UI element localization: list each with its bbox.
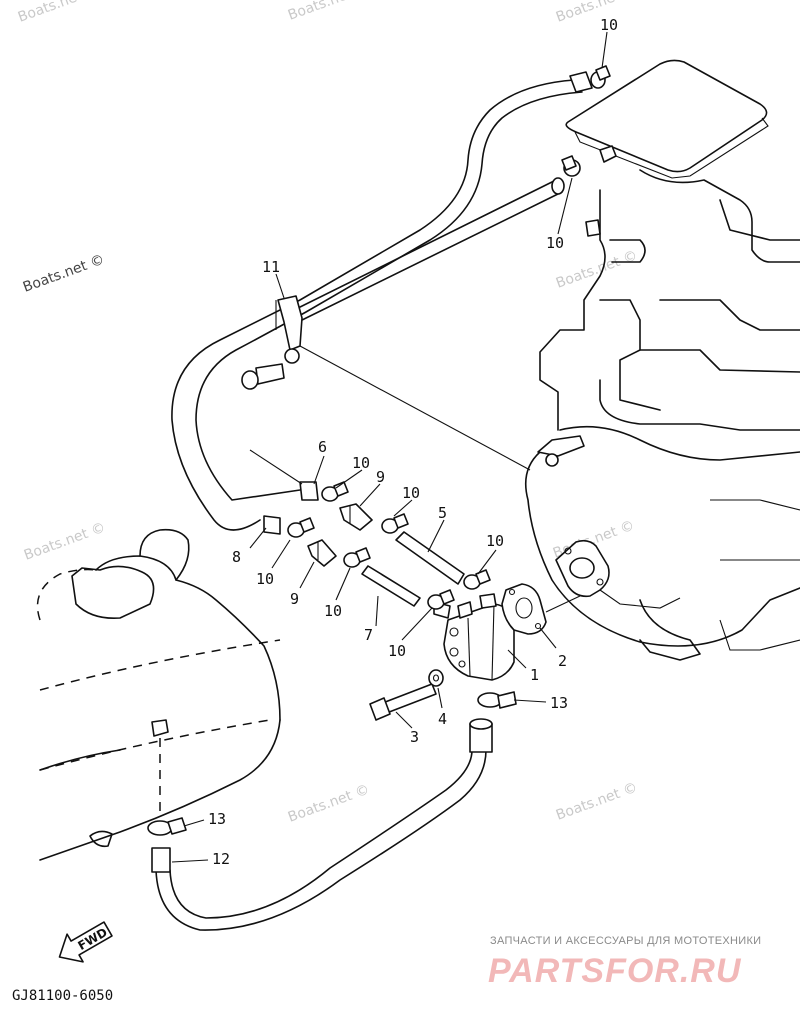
callout-numbers: 10 10 11 6 10 9 10 5 10 8 10 9 10 7 10 2… bbox=[208, 16, 618, 868]
fitting-housing-part-1 bbox=[433, 593, 515, 681]
engine-block bbox=[524, 59, 800, 661]
diagram-code: GJ81100-6050 bbox=[12, 988, 113, 1004]
leader-lines bbox=[171, 31, 608, 863]
watermarks: Boats.net © Boats.net © Boats.net © Boat… bbox=[16, 0, 640, 826]
watermark-3: Boats.net © bbox=[16, 0, 102, 26]
tank-outlet bbox=[151, 719, 169, 812]
callout-2: 2 bbox=[558, 652, 567, 670]
bracket-part-11 bbox=[275, 295, 303, 364]
hose-part-8 bbox=[263, 515, 281, 535]
callout-1: 1 bbox=[530, 666, 539, 684]
check-valve-part-9-lower bbox=[307, 539, 337, 567]
watermark-5: Boats.net © bbox=[554, 248, 640, 292]
hose-part-12 bbox=[151, 718, 493, 931]
watermark-9: Boats.net © bbox=[554, 780, 640, 824]
callout-9-lower: 9 bbox=[290, 590, 299, 608]
brand-tagline: ЗАПЧАСТИ И АКСЕССУАРЫ ДЛЯ МОТОТЕХНИКИ bbox=[490, 935, 761, 947]
callout-10-engine: 10 bbox=[546, 234, 564, 252]
callout-10-b: 10 bbox=[402, 484, 420, 502]
hose-part-6 bbox=[249, 449, 319, 501]
callout-13-lower: 13 bbox=[208, 810, 226, 828]
watermark-8: Boats.net © bbox=[286, 782, 372, 826]
clamp-part-13-upper bbox=[477, 691, 517, 709]
callout-12: 12 bbox=[212, 850, 230, 868]
callout-11: 11 bbox=[262, 258, 280, 276]
callout-8: 8 bbox=[232, 548, 241, 566]
clamps-part-10 bbox=[287, 65, 611, 610]
gasket-part-2 bbox=[501, 583, 547, 635]
brand-logo: PARTSFOR.RU bbox=[488, 952, 742, 990]
fwd-arrow: FWD bbox=[58, 921, 113, 963]
callout-13-upper: 13 bbox=[550, 694, 568, 712]
callout-10-a: 10 bbox=[352, 454, 370, 472]
fwd-arrow-icon bbox=[58, 921, 113, 963]
bolt-part-3 bbox=[369, 683, 437, 721]
watermark-4: Boats.net © bbox=[21, 252, 107, 296]
callout-5: 5 bbox=[438, 504, 447, 522]
watermark-1: Boats.net © bbox=[286, 0, 372, 24]
callout-3: 3 bbox=[410, 728, 419, 746]
long-pipe bbox=[289, 145, 617, 323]
washer-part-4 bbox=[428, 669, 444, 687]
reference-line bbox=[299, 345, 531, 471]
water-lock-muffler bbox=[36, 528, 281, 861]
callout-10-f: 10 bbox=[388, 642, 406, 660]
clamp-part-13-lower bbox=[147, 817, 187, 836]
callout-9-upper: 9 bbox=[376, 468, 385, 486]
top-hose bbox=[171, 71, 593, 531]
callout-4: 4 bbox=[438, 710, 447, 728]
callout-10-c: 10 bbox=[486, 532, 504, 550]
callout-6: 6 bbox=[318, 438, 327, 456]
callout-10-top: 10 bbox=[600, 16, 618, 34]
watermark-6: Boats.net © bbox=[22, 520, 108, 564]
check-valve-part-9-upper bbox=[339, 503, 373, 531]
hose-part-5 bbox=[395, 531, 465, 585]
bracket-bolt bbox=[241, 363, 285, 390]
callout-10-e: 10 bbox=[324, 602, 342, 620]
callout-10-d: 10 bbox=[256, 570, 274, 588]
hose-part-7 bbox=[361, 565, 421, 607]
brand-watermark: ЗАПЧАСТИ И АКСЕССУАРЫ ДЛЯ МОТОТЕХНИКИ PA… bbox=[488, 935, 761, 990]
gasket-reference-line bbox=[545, 595, 581, 613]
watermark-2: Boats.net © bbox=[554, 0, 640, 26]
callout-7: 7 bbox=[364, 626, 373, 644]
